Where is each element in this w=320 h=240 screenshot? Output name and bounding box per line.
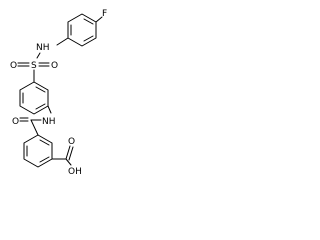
carboxyl-double-bond-b <box>68 146 74 161</box>
carboxyl-double-bond-a <box>65 145 71 160</box>
carboxyl-oxygen-label: O <box>68 137 75 147</box>
carbonyl-oxygen-label: O <box>12 117 19 127</box>
amine-top-label: NH <box>36 43 50 53</box>
structure-diagram: F NH O S O NH O O OH <box>0 0 114 213</box>
oxygen-left-label: O <box>10 61 17 71</box>
fluorophenyl-ring <box>67 13 97 47</box>
ring-amide-nh-bond <box>47 105 52 114</box>
amine-bottom-label: NH <box>42 117 56 127</box>
nh-s-bond <box>36 52 41 59</box>
benzoic-ring <box>23 134 53 168</box>
c-f-bond <box>95 16 103 23</box>
carboxyl-oh-bond <box>65 158 72 166</box>
sulfur-label: S <box>31 61 37 71</box>
phenylene-ring <box>19 81 49 115</box>
fluorine-label: F <box>102 9 107 19</box>
oxygen-right-label: O <box>51 61 58 71</box>
ring-nh-bond <box>56 37 69 46</box>
hydroxyl-label: OH <box>68 167 82 177</box>
carbonyl-ring-bond <box>30 119 39 136</box>
molecule-drawing: F NH O S O NH O O OH <box>10 9 107 177</box>
